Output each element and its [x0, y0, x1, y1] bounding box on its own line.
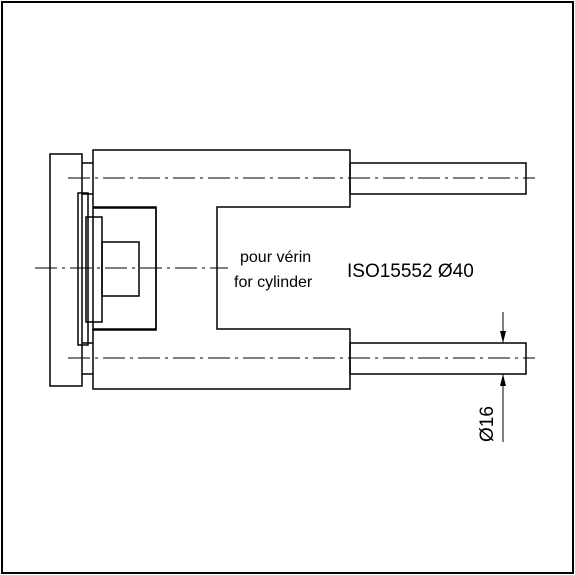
label-standard: ISO15552 Ø40 [347, 261, 474, 282]
label-french: pour vérin [240, 249, 311, 266]
pilot-spigot [101, 241, 140, 297]
plate-boss [77, 192, 89, 346]
dimension-arrow-bottom [500, 374, 506, 386]
diameter-dimension [502, 312, 526, 442]
dimension-arrow-top [500, 331, 506, 343]
label-english: for cylinder [234, 274, 313, 291]
guide-body [92, 149, 351, 390]
mounting-plate [49, 153, 83, 387]
label-rod-diameter: Ø16 [477, 406, 498, 442]
